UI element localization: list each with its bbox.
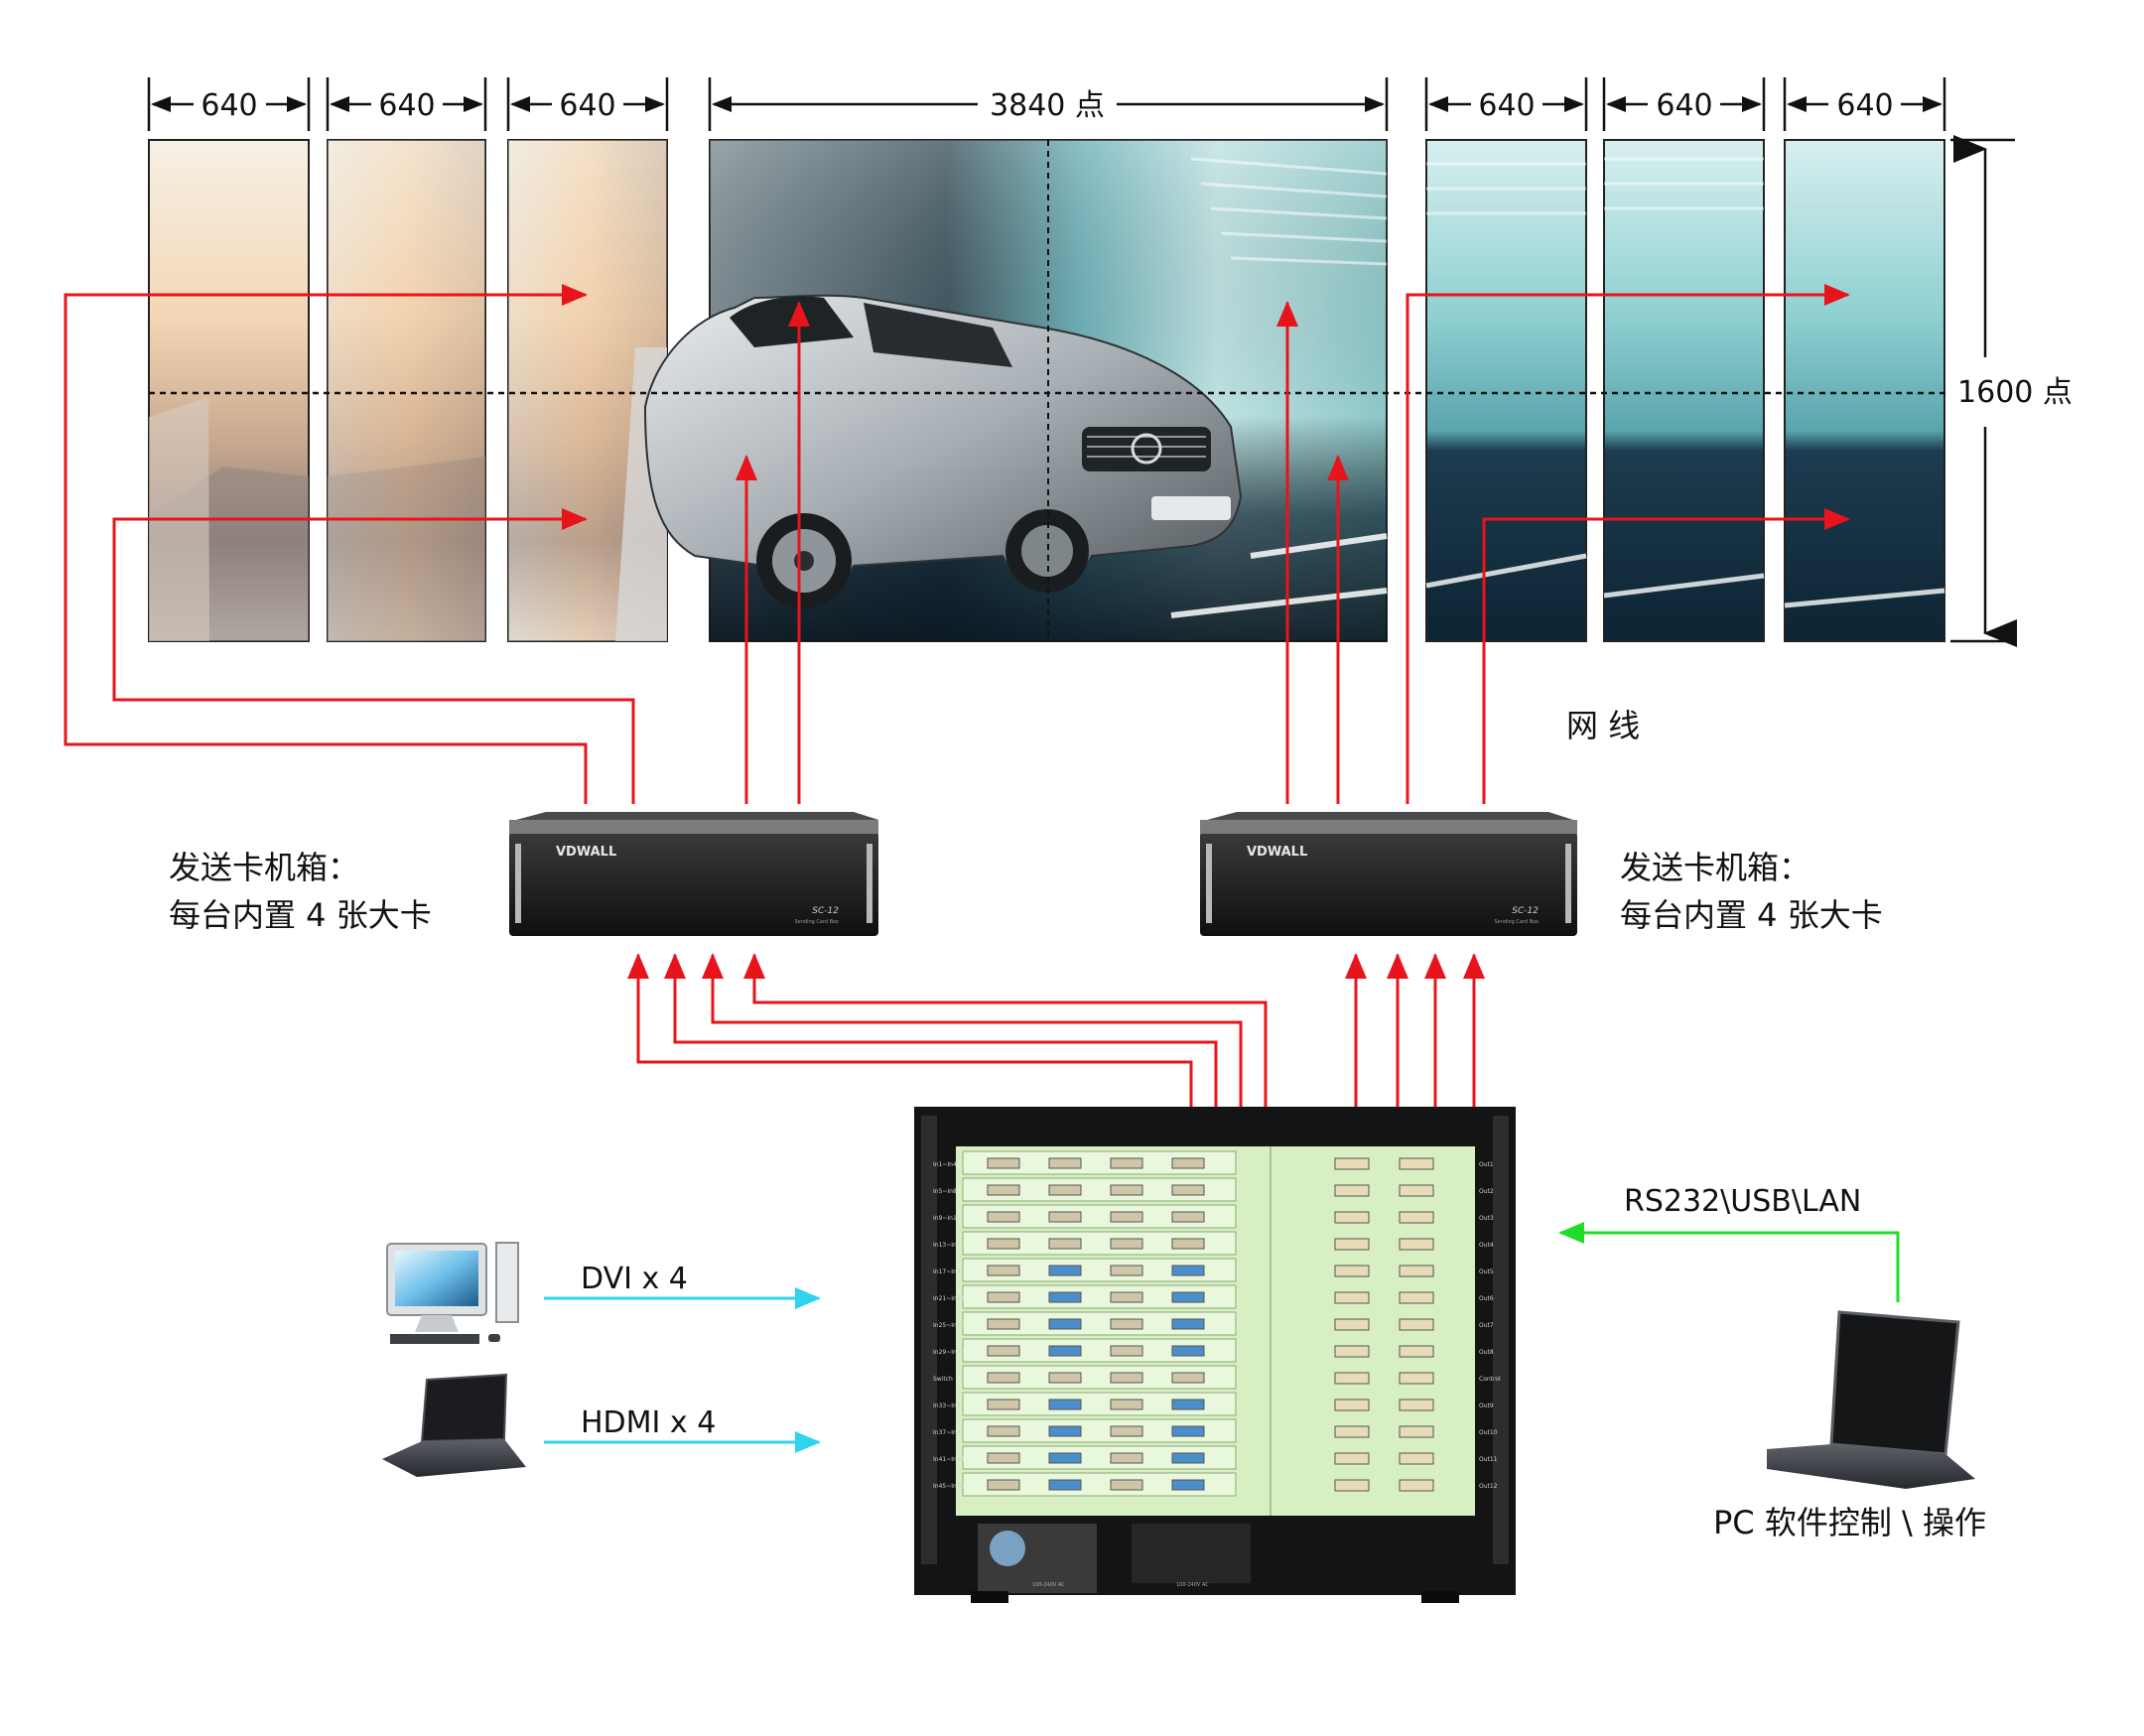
led-wall: [148, 139, 1945, 642]
dim-left-2: 640: [378, 88, 435, 123]
control-protocol-label: RS232\USB\LAN: [1624, 1184, 1861, 1219]
matrix-input-label: In29~In32: [933, 1349, 965, 1356]
sender-brand: VDWALL: [556, 845, 616, 860]
led-panel-center: [643, 139, 1388, 642]
matrix-card-row: In13~In16 Out4: [933, 1231, 1494, 1256]
matrix-input-label: Switch: [933, 1376, 953, 1383]
control-arrow: [1558, 1222, 1900, 1302]
matrix-output-label: Out6: [1479, 1295, 1494, 1302]
sender-box-labels: 发送卡机箱： 每台内置 4 张大卡 发送卡机箱： 每台内置 4 张大卡: [169, 849, 1883, 934]
sender-box-right: VDWALL SC-12 Sending Card Box: [1200, 812, 1577, 936]
sender-right-line-1: 发送卡机箱：: [1620, 849, 1810, 886]
led-panel-right-3: [1784, 139, 1945, 642]
led-panel-right-2: [1603, 139, 1765, 642]
matrix-output-label: Out8: [1479, 1349, 1494, 1356]
matrix-card-row: In25~In28 Out7: [933, 1311, 1494, 1336]
matrix-input-label: In25~In28: [933, 1322, 965, 1329]
sender-left-line-2: 每台内置 4 张大卡: [169, 896, 432, 934]
dim-center: 3840 点: [990, 88, 1105, 123]
sender-left-line-1: 发送卡机箱：: [169, 849, 359, 886]
matrix-output-label: Out3: [1479, 1215, 1494, 1222]
matrix-input-label: In37~In40: [933, 1429, 965, 1436]
car-image: [643, 294, 1243, 608]
network-cable-label: 网 线: [1566, 707, 1640, 744]
sender-model: SC-12: [1512, 906, 1539, 916]
matrix-output-label: Out9: [1479, 1402, 1494, 1409]
sender-subtitle: Sending Card Box: [795, 919, 840, 925]
matrix-input-label: In41~In44: [933, 1456, 965, 1463]
matrix-input-label: In33~In36: [933, 1402, 965, 1409]
matrix-input-label: In9~In12: [933, 1215, 961, 1222]
dimension-labels: 640 640 640 3840 点 640 640 640 1600 点: [201, 88, 2073, 410]
dim-right-1: 640: [1478, 88, 1535, 123]
matrix-card-row: In1~In4 Out1: [933, 1150, 1494, 1175]
sender-box-left: VDWALL SC-12 Sending Card Box: [509, 812, 878, 936]
matrix-card-row: In9~In12 Out3: [933, 1204, 1494, 1229]
matrix-output-label: Out7: [1479, 1322, 1494, 1329]
matrix-input-label: In5~In8: [933, 1188, 957, 1195]
matrix-output-label: Out5: [1479, 1269, 1494, 1275]
hdmi-input-label: HDMI x 4: [581, 1405, 716, 1440]
matrix-card-row: In41~In44 Out11: [933, 1445, 1498, 1470]
matrix-output-label: Out12: [1479, 1483, 1498, 1490]
matrix-output-label: Out4: [1479, 1242, 1494, 1249]
dim-height: 1600 点: [1957, 375, 2073, 410]
matrix-card-row: In17~In20 Out5: [933, 1258, 1494, 1282]
control-laptop: [1767, 1310, 1975, 1489]
matrix-card-row: In5~In8 Out2: [933, 1177, 1494, 1202]
matrix-input-label: In21~In24: [933, 1295, 965, 1302]
matrix-card-row: In33~In36 Out9: [933, 1392, 1494, 1416]
led-panel-right-1: [1425, 139, 1587, 642]
dim-left-1: 640: [201, 88, 257, 123]
matrix-card-row: In29~In32 Out8: [933, 1338, 1494, 1363]
desktop-pc: [386, 1242, 519, 1344]
led-panel-left-2: [327, 139, 486, 642]
led-panel-left-1: [148, 139, 310, 642]
matrix-input-label: In13~In16: [933, 1242, 965, 1249]
sender-brand: VDWALL: [1247, 845, 1307, 860]
psu-label-right: 100-240V AC: [1176, 1582, 1209, 1588]
matrix-card-row: Switch Control: [933, 1365, 1501, 1390]
sender-subtitle: Sending Card Box: [1495, 919, 1540, 925]
sender-model: SC-12: [812, 906, 839, 916]
sender-right-line-2: 每台内置 4 张大卡: [1620, 896, 1883, 934]
dvi-input-label: DVI x 4: [581, 1262, 688, 1296]
matrix-card-row: In37~In40 Out10: [933, 1418, 1498, 1443]
matrix-output-label: Out10: [1479, 1429, 1498, 1436]
input-arrows: [544, 1287, 821, 1453]
matrix-output-label: Out2: [1479, 1188, 1494, 1195]
matrix-output-label: Out1: [1479, 1161, 1494, 1168]
dim-right-2: 640: [1656, 88, 1712, 123]
matrix-input-label: In17~In20: [933, 1269, 965, 1275]
dim-left-3: 640: [559, 88, 615, 123]
network-signal-lines: [64, 284, 1850, 1107]
pc-control-label: PC 软件控制 \ 操作: [1713, 1504, 1986, 1541]
matrix-card-row: In21~In24 Out6: [933, 1284, 1494, 1309]
matrix-output-label: Control: [1479, 1376, 1501, 1383]
matrix-input-label: In45~In48: [933, 1483, 965, 1490]
led-panel-left-3: [507, 139, 668, 642]
psu-label-left: 100-240V AC: [1032, 1582, 1065, 1588]
dim-right-3: 640: [1836, 88, 1893, 123]
matrix-output-label: Out11: [1479, 1456, 1498, 1463]
laptop-input: [382, 1373, 526, 1477]
dimension-lines: [147, 77, 2017, 647]
matrix-input-label: In1~In4: [933, 1161, 957, 1168]
matrix-card-row: In45~In48 Out12: [933, 1472, 1498, 1497]
